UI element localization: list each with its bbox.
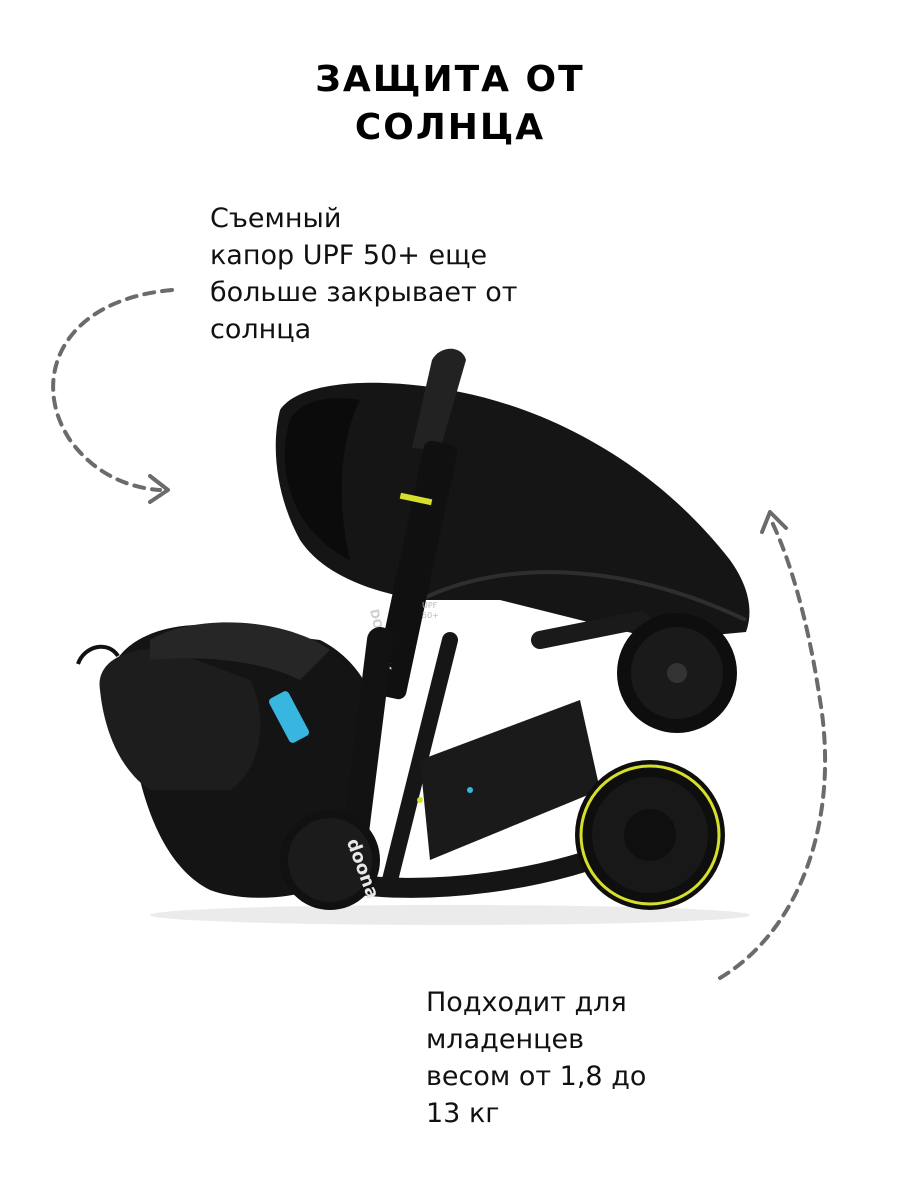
weight-caption-line: весом от 1,8 до bbox=[426, 1061, 647, 1092]
wheel-lower bbox=[575, 760, 725, 910]
canopy-caption-line: больше закрывает от bbox=[210, 277, 518, 308]
canopy-caption-line: капор UPF 50+ еще bbox=[210, 240, 488, 271]
dashed-arrow-right-icon bbox=[718, 510, 828, 980]
upf-badge-line-2: 50+ bbox=[422, 611, 439, 620]
weight-caption-line: Подходит для bbox=[426, 987, 627, 1018]
carry-handle: DOONA X UPF 50+ bbox=[367, 348, 466, 700]
canopy bbox=[275, 382, 750, 640]
weight-caption-line: младенцев bbox=[426, 1024, 585, 1055]
title-line-2: СОЛНЦА bbox=[354, 107, 546, 148]
dashed-arrow-left-icon bbox=[51, 288, 174, 504]
ground-shadow bbox=[150, 905, 750, 925]
weight-caption: Подходит для младенцев весом от 1,8 до 1… bbox=[426, 984, 646, 1132]
canopy-caption-line: солнца bbox=[210, 314, 312, 345]
upf-badge-line-1: UPF bbox=[422, 601, 438, 610]
canopy-caption: Съемный капор UPF 50+ еще больше закрыва… bbox=[210, 200, 518, 348]
wheel-upper bbox=[617, 613, 737, 733]
doona-logo-hub: doona bbox=[280, 810, 383, 910]
canopy-caption-line: Съемный bbox=[210, 203, 342, 234]
title-line-1: ЗАЩИТА ОТ bbox=[315, 59, 585, 100]
page-title: ЗАЩИТА ОТ СОЛНЦА bbox=[0, 56, 900, 152]
weight-caption-line: 13 кг bbox=[426, 1098, 500, 1129]
